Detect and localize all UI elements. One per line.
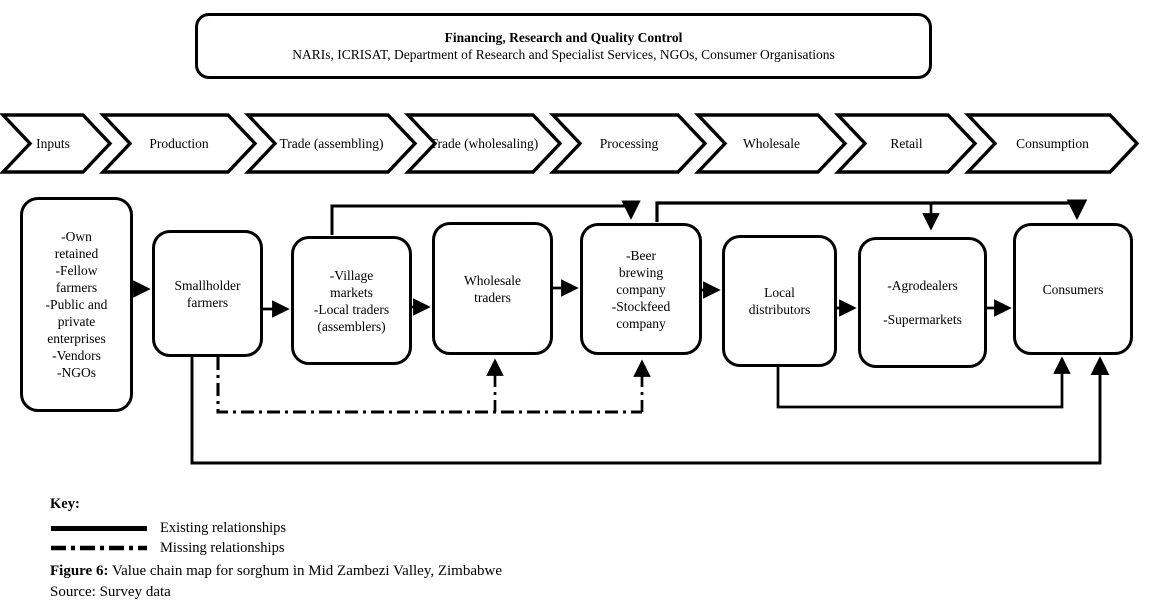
missing-link-farmers-route — [216, 357, 642, 414]
stage-label-production: Production — [149, 135, 209, 151]
box-consumers: Consumers — [1013, 223, 1133, 355]
stage-chevron-processing — [549, 113, 708, 174]
stage-label-wholesale: Wholesale — [743, 135, 800, 151]
stage-chevron-production — [99, 113, 258, 174]
stage-chevron-trade-assembling — [244, 113, 418, 174]
stage-label-consumption: Consumption — [1016, 135, 1089, 151]
stage-label-processing: Processing — [599, 135, 659, 151]
stage-label-trade-assembling: Trade (assembling) — [279, 135, 384, 151]
box-input-suppliers: -Own retained -Fellow farmers -Public an… — [20, 197, 133, 412]
arrow-farmers-to-consumers-bottom — [190, 356, 1110, 465]
stage-chevron-trade-wholesaling — [404, 113, 563, 174]
top-box-subtitle: NARIs, ICRISAT, Department of Research a… — [292, 47, 835, 62]
caption-text: Value chain map for sorghum in Mid Zambe… — [108, 563, 502, 579]
stage-chevron-wholesale — [694, 113, 848, 174]
key-existing-label: Existing relationships — [160, 520, 287, 536]
box-wholesale-traders: Wholesale traders — [432, 222, 553, 355]
box-assemblers: -Village markets -Local traders (assembl… — [291, 236, 412, 365]
stage-label-trade-wholesaling: Trade (wholesaling) — [429, 135, 539, 151]
stage-chevron-retail — [834, 113, 978, 174]
top-box-title: Financing, Research and Quality Control — [444, 30, 683, 45]
key-existing-swatch — [51, 526, 147, 531]
caption-prefix: Figure 6: — [50, 563, 109, 579]
box-smallholder-farmers: Smallholder farmers — [152, 230, 263, 357]
stage-label-inputs: Inputs — [36, 135, 70, 151]
source-line: Source: Survey data — [50, 584, 171, 600]
box-retailers: -Agrodealers -Supermarkets — [858, 237, 987, 368]
stage-chevron-consumption — [964, 113, 1140, 174]
figure-caption: Figure 6: Value chain map for sorghum in… — [50, 563, 502, 580]
stage-label-retail: Retail — [890, 135, 923, 151]
key-heading: Key: — [50, 496, 80, 512]
arrow-processors-to-consumers-top — [655, 199, 1088, 222]
key-missing-swatch — [51, 545, 147, 551]
box-processors: -Beer brewing company -Stockfeed company — [580, 223, 702, 355]
financing-research-quality-box: Financing, Research and Quality Control … — [195, 13, 932, 79]
stage-chevron-inputs — [0, 113, 113, 174]
box-local-distributors: Local distributors — [722, 235, 837, 367]
key-missing-label: Missing relationships — [160, 540, 285, 556]
